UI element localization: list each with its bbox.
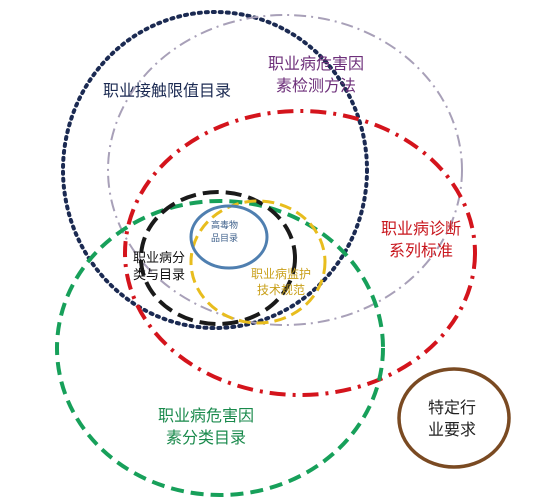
monitoring-specs-label: 职业病监护 技术规范 — [251, 267, 312, 297]
disease-classification-label: 职业病分 类与目录 — [133, 251, 186, 283]
monitoring-specs-ellipse — [189, 199, 327, 325]
industry-requirements-ellipse — [397, 367, 511, 469]
industry-requirements-label: 特定行 业要求 — [428, 398, 477, 439]
disease-classification-ellipse — [139, 190, 297, 326]
toxic-catalog-ellipse — [189, 204, 269, 270]
exposure-limits-ellipse — [61, 10, 369, 330]
exposure-limits-label: 职业接触限值目录 — [103, 81, 232, 100]
diagnosis-standards-label: 职业病诊断 系列标准 — [381, 219, 462, 260]
hazard-classification-ellipse — [55, 199, 385, 497]
diagnosis-standards-ellipse — [123, 109, 477, 397]
detection-methods-ellipse — [107, 14, 463, 326]
hazard-classification-label: 职业病危害因 素分类目录 — [158, 406, 255, 447]
detection-methods-label: 职业病危害因 素检测方法 — [268, 54, 365, 95]
toxic-catalog-label: 高毒物 品目录 — [211, 221, 239, 245]
